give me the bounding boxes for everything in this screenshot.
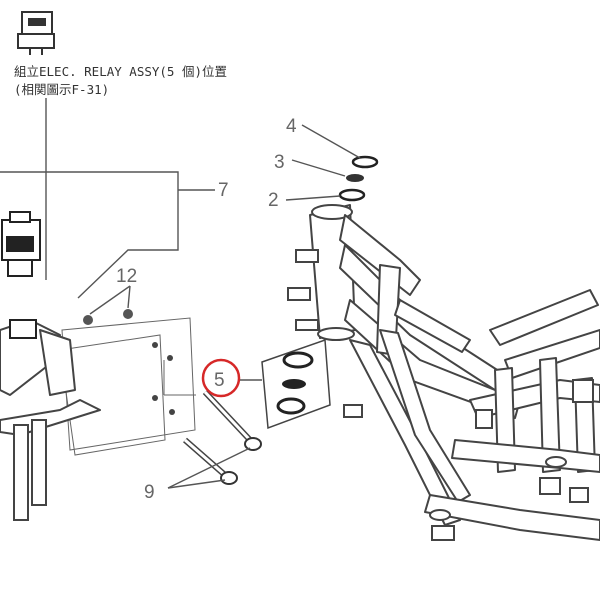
callout-9: 9 [144, 482, 155, 503]
callout-9-leader [167, 447, 251, 489]
part-3-race [346, 174, 364, 182]
callout-3: 3 [274, 152, 285, 173]
relay-icon [17, 11, 55, 55]
bearing-kit [261, 338, 331, 430]
callout-12: 12 [116, 266, 137, 287]
callout-7: 7 [218, 180, 229, 201]
callout-2-leader [285, 195, 341, 201]
mounting-bracket [59, 317, 196, 456]
relay-note-line1: 組立ELEC. RELAY ASSY(5 個)位置 [14, 64, 227, 79]
callout-7-leader [0, 171, 215, 299]
washer-right [123, 309, 133, 319]
part-2-bearing [338, 188, 366, 202]
callout-3-leader [291, 159, 346, 177]
washer-left [83, 315, 93, 325]
main-frame [287, 204, 600, 541]
callout-5: 5 [214, 370, 225, 391]
callout-12-leader [89, 285, 131, 315]
callout-4: 4 [286, 116, 297, 137]
left-frame-section [0, 319, 101, 521]
callout-4-leader [301, 124, 361, 159]
callout-2: 2 [268, 190, 279, 211]
relay-note-line2: (相関圖示F-31) [14, 82, 109, 97]
highlight-circle [201, 358, 241, 398]
part-4-seal [351, 155, 379, 169]
left-relay-assembly [1, 211, 41, 277]
bolt-lower [183, 437, 238, 485]
bolt-upper [202, 389, 262, 451]
